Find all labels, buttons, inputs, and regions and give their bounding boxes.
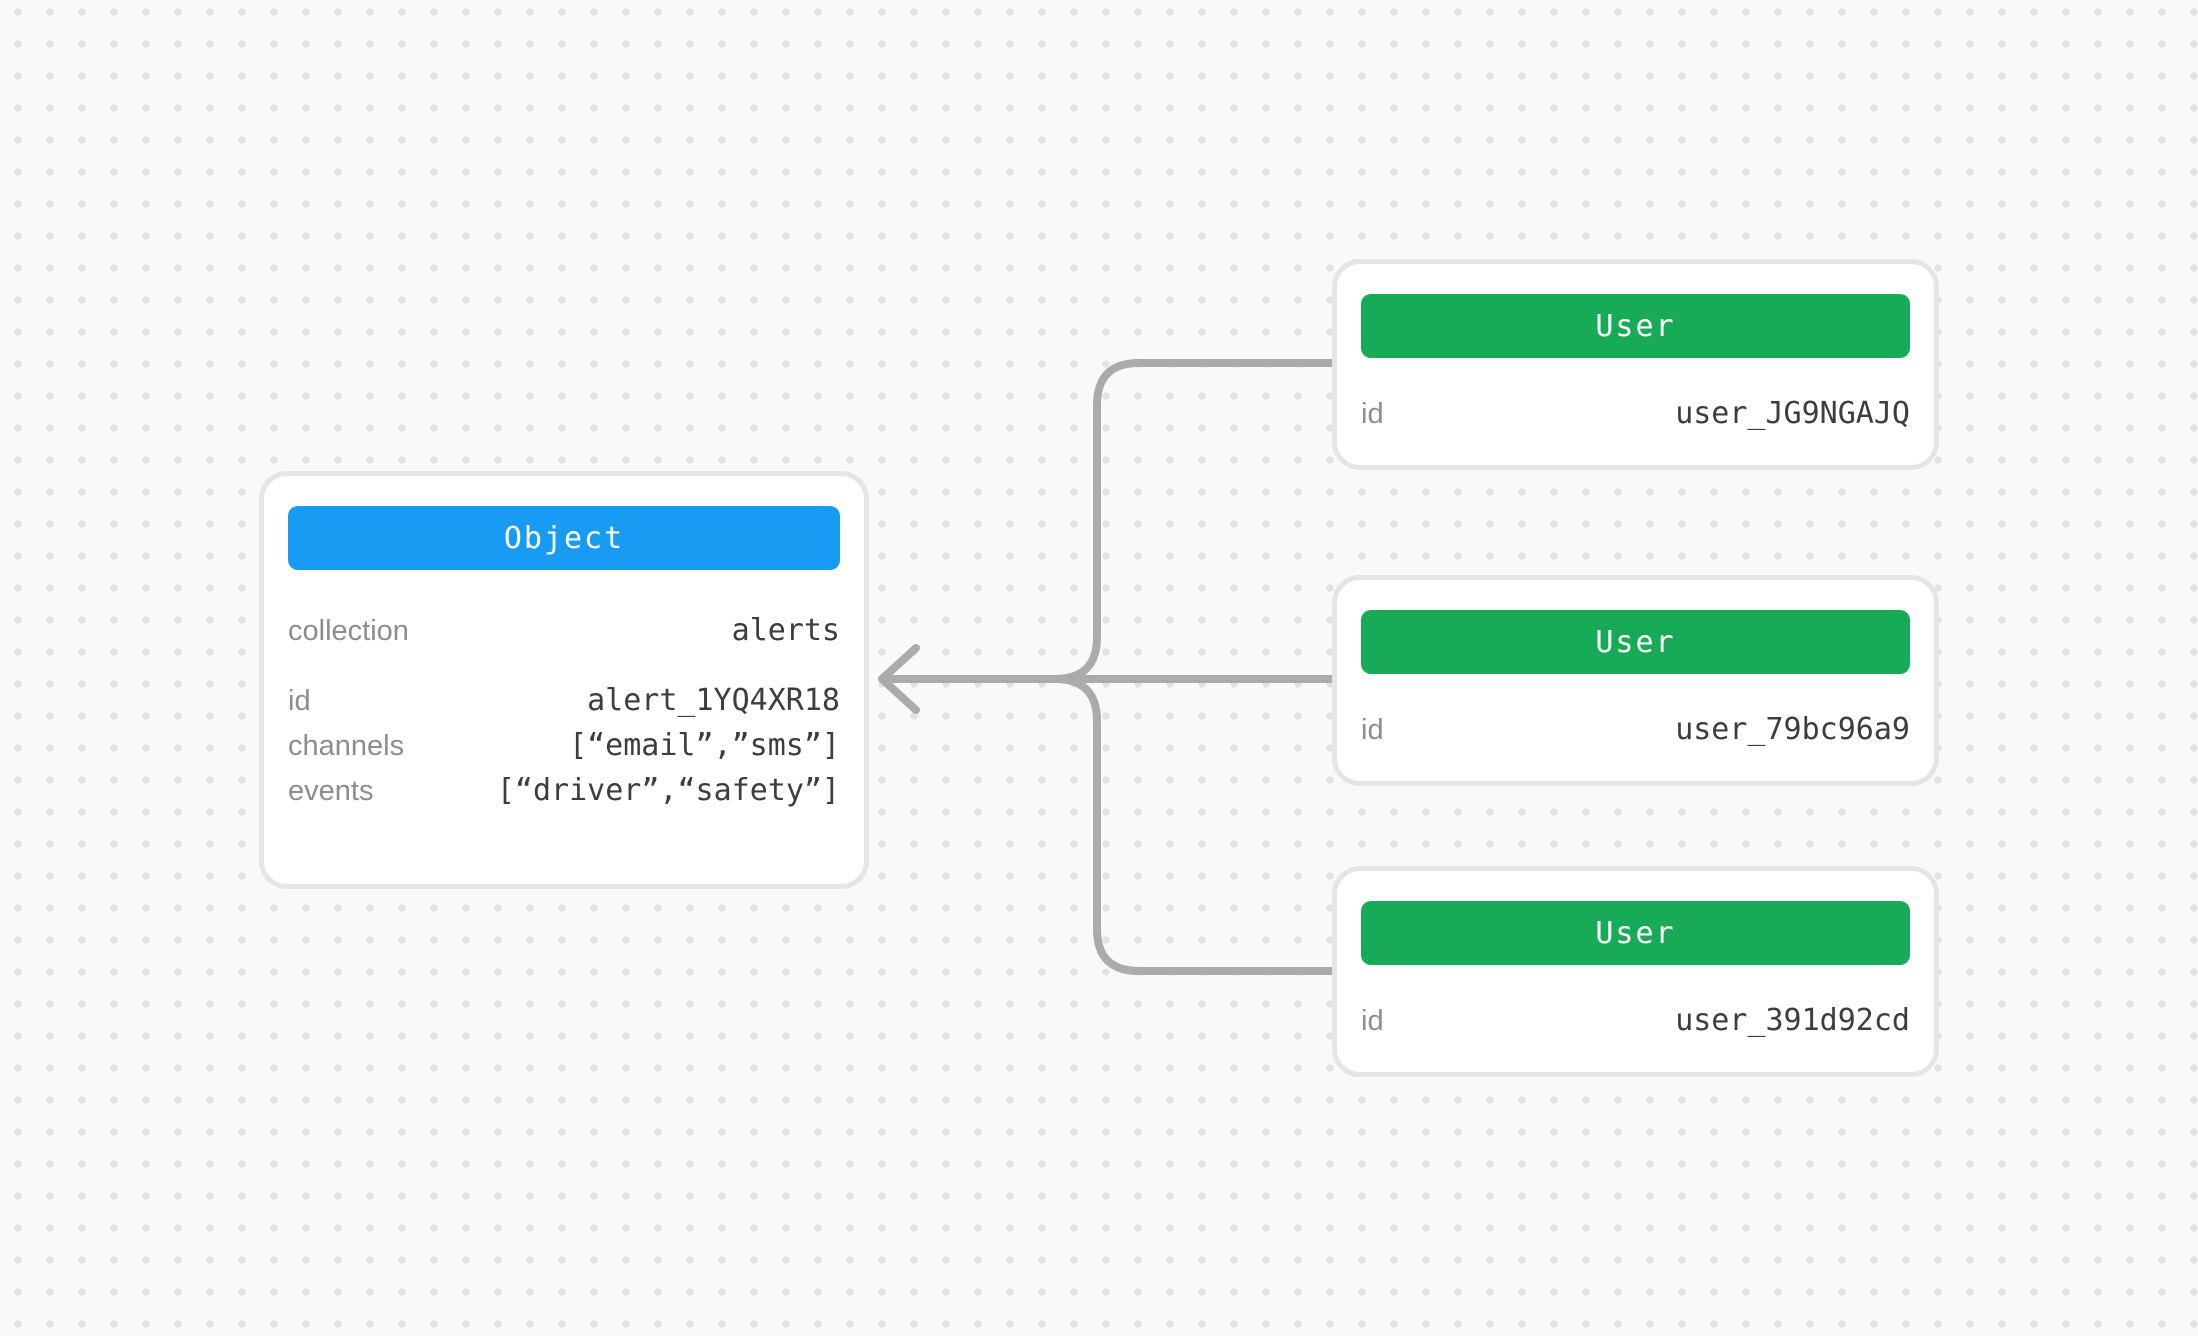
- object-node-title: Object: [503, 520, 625, 556]
- field-value: user_79bc96a9: [1675, 712, 1910, 747]
- field-value: user_JG9NGAJQ: [1675, 396, 1910, 431]
- user-node-1[interactable]: User id user_JG9NGAJQ: [1332, 259, 1939, 470]
- user-node-header: User: [1361, 610, 1910, 674]
- field-label: channels: [288, 730, 405, 762]
- field-value: user_391d92cd: [1675, 1003, 1910, 1038]
- user-node-title: User: [1595, 624, 1676, 660]
- field-label: collection: [288, 615, 409, 647]
- field-row-id: id user_391d92cd: [1361, 1004, 1910, 1038]
- field-row-collection: collection alerts: [288, 614, 840, 648]
- connector-user3-to-object: [1051, 675, 1342, 975]
- user-node-header: User: [1361, 901, 1910, 965]
- field-value: alert_1YQ4XR18: [587, 683, 840, 718]
- field-value: alerts: [731, 613, 840, 648]
- field-label: id: [1361, 1005, 1384, 1037]
- field-label: id: [288, 685, 311, 717]
- user-node-2[interactable]: User id user_79bc96a9: [1332, 575, 1939, 786]
- field-row-events: events [“driver”,“safety”]: [288, 774, 840, 808]
- field-row-channels: channels [“email”,”sms”]: [288, 729, 840, 763]
- user-node-3[interactable]: User id user_391d92cd: [1332, 866, 1939, 1077]
- field-value: [“email”,”sms”]: [569, 728, 840, 763]
- field-label: id: [1361, 398, 1384, 430]
- user-node-header: User: [1361, 294, 1910, 358]
- object-node[interactable]: Object collection alerts id alert_1YQ4XR…: [259, 471, 869, 889]
- field-row-id: id user_79bc96a9: [1361, 713, 1910, 747]
- field-row-id: id user_JG9NGAJQ: [1361, 397, 1910, 431]
- field-value: [“driver”,“safety”]: [496, 773, 840, 808]
- field-label: events: [288, 775, 374, 807]
- connector-user1-to-object: [1051, 359, 1342, 683]
- arrow-left-icon: [878, 644, 920, 714]
- field-label: id: [1361, 714, 1384, 746]
- field-row-id: id alert_1YQ4XR18: [288, 684, 840, 718]
- object-node-header: Object: [288, 506, 840, 570]
- user-node-title: User: [1595, 308, 1676, 344]
- user-node-title: User: [1595, 915, 1676, 951]
